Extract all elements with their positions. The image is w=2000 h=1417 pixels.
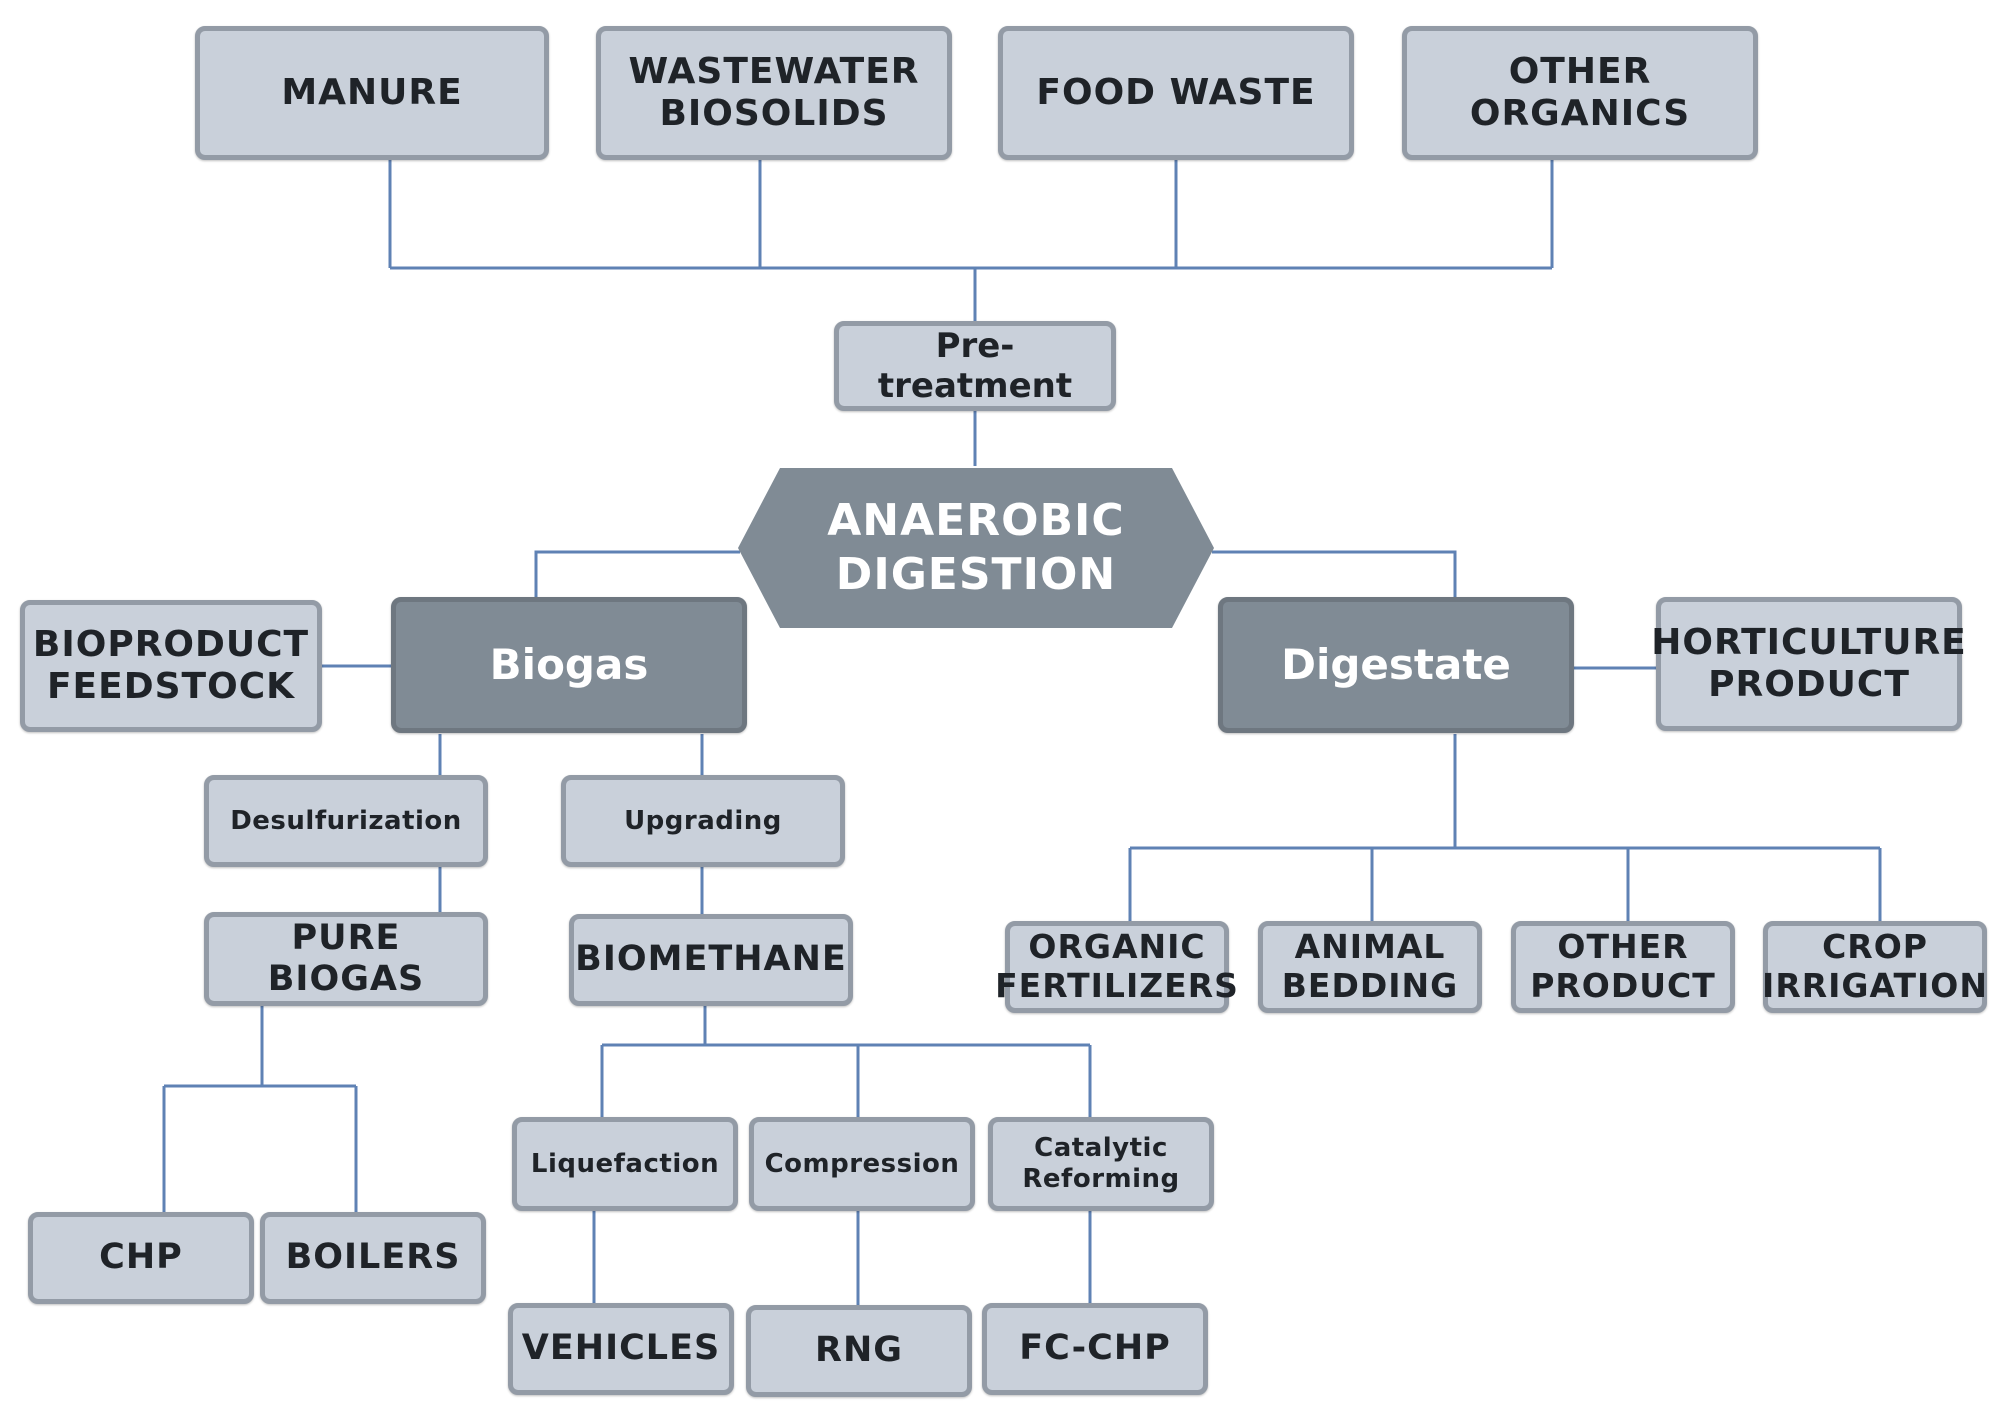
crop-irrigation-box: CROP IRRIGATION: [1762, 921, 1988, 1013]
hexagon-shape: [738, 468, 1214, 628]
other-product-label: OTHER PRODUCT: [1530, 927, 1716, 1005]
desulfurization-label: Desulfurization: [230, 805, 462, 836]
vehicles-label: VEHICLES: [521, 1328, 721, 1369]
boilers-label: BOILERS: [285, 1237, 461, 1278]
wastewater-biosolids-label: WASTEWATER BIOSOLIDS: [628, 50, 920, 134]
organic-fertilizers-label: ORGANIC FERTILIZERS: [995, 927, 1239, 1005]
anaerobic-digestion-label-wrap: ANAEROBIC DIGESTION: [738, 468, 1214, 628]
pretreatment-label: Pre-treatment: [877, 325, 1073, 406]
chp-label: CHP: [99, 1237, 183, 1278]
anaerobic-digestion-node: ANAEROBIC DIGESTION: [738, 468, 1214, 628]
other-organics-label: OTHER ORGANICS: [1469, 50, 1691, 134]
liquefaction-box: Liquefaction: [512, 1117, 738, 1211]
manure-box: MANURE: [195, 26, 549, 160]
crop-irrigation-label: CROP IRRIGATION: [1762, 927, 1988, 1005]
compression-box: Compression: [749, 1117, 975, 1211]
food-waste-label: FOOD WASTE: [1036, 71, 1316, 113]
other-organics-box: OTHER ORGANICS: [1402, 26, 1758, 160]
manure-label: MANURE: [281, 71, 463, 113]
chp-box: CHP: [28, 1212, 254, 1304]
biogas-label: Biogas: [489, 640, 649, 690]
vehicles-box: VEHICLES: [508, 1303, 734, 1395]
food-waste-box: FOOD WASTE: [998, 26, 1354, 160]
upgrading-label: Upgrading: [624, 805, 782, 836]
boilers-box: BOILERS: [260, 1212, 486, 1304]
rng-label: RNG: [815, 1330, 903, 1371]
fc-chp-box: FC-CHP: [982, 1303, 1208, 1395]
desulfurization-box: Desulfurization: [204, 775, 488, 867]
biomethane-label: BIOMETHANE: [575, 939, 847, 980]
bioproduct-feedstock-box: BIOPRODUCT FEEDSTOCK: [20, 600, 322, 732]
digestate-box: Digestate: [1218, 597, 1574, 733]
horticulture-product-box: HORTICULTURE PRODUCT: [1651, 597, 1966, 731]
anaerobic-digestion-label: ANAEROBIC DIGESTION: [827, 495, 1125, 600]
horticulture-product-label: HORTICULTURE PRODUCT: [1651, 621, 1967, 705]
animal-bedding-box: ANIMAL BEDDING: [1258, 921, 1482, 1013]
pure-biogas-box: PURE BIOGAS: [204, 912, 488, 1006]
rng-box: RNG: [746, 1305, 972, 1397]
pure-biogas-label: PURE BIOGAS: [267, 917, 425, 999]
catalytic-reforming-box: Catalytic Reforming: [988, 1117, 1214, 1211]
wastewater-biosolids-box: WASTEWATER BIOSOLIDS: [596, 26, 952, 160]
fc-chp-label: FC-CHP: [1019, 1328, 1171, 1369]
biomethane-box: BIOMETHANE: [569, 914, 853, 1006]
bioproduct-feedstock-label: BIOPRODUCT FEEDSTOCK: [32, 623, 310, 707]
catalytic-reforming-label: Catalytic Reforming: [1022, 1133, 1180, 1194]
other-product-box: OTHER PRODUCT: [1511, 921, 1735, 1013]
digestate-label: Digestate: [1281, 640, 1511, 690]
compression-label: Compression: [764, 1148, 960, 1179]
liquefaction-label: Liquefaction: [530, 1148, 720, 1179]
animal-bedding-label: ANIMAL BEDDING: [1281, 927, 1459, 1005]
upgrading-box: Upgrading: [561, 775, 845, 867]
biogas-box: Biogas: [391, 597, 747, 733]
pretreatment-box: Pre-treatment: [834, 321, 1116, 411]
organic-fertilizers-box: ORGANIC FERTILIZERS: [995, 921, 1238, 1013]
